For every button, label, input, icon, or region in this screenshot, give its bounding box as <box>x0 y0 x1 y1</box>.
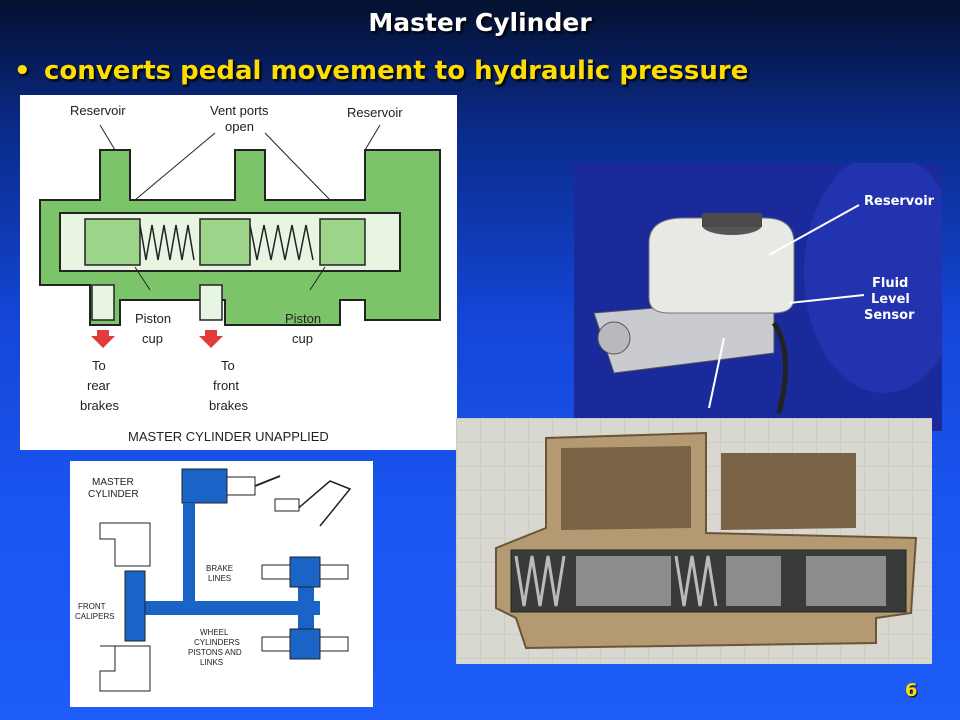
cutaway-photo <box>456 418 932 664</box>
sys-label-master: MASTER <box>92 477 134 488</box>
label-front: front <box>213 378 239 393</box>
label-cup-left: cup <box>142 331 163 346</box>
label-vent-ports: Vent ports <box>210 103 269 118</box>
label-front-to: To <box>221 358 235 373</box>
label-reservoir-left: Reservoir <box>70 103 126 118</box>
label-rear: rear <box>87 378 111 393</box>
sys-label-calipers: CALIPERS <box>75 612 115 621</box>
sys-label-wheel: WHEEL <box>200 628 229 637</box>
label-front-brakes: brakes <box>209 398 249 413</box>
diagram-caption: MASTER CYLINDER UNAPPLIED <box>128 429 329 444</box>
sys-label-front: FRONT <box>78 602 106 611</box>
photo-label-level: Level <box>871 292 910 307</box>
label-cup-right: cup <box>292 331 313 346</box>
label-reservoir-right: Reservoir <box>347 105 403 120</box>
photo-label-fluid: Fluid <box>872 276 908 291</box>
photo-label-reservoir: Reservoir <box>864 194 935 209</box>
sys-label-cylinder: CYLINDER <box>88 489 139 500</box>
label-vent-open: open <box>225 119 254 134</box>
sys-label-brake: BRAKE <box>206 564 233 573</box>
label-piston-right: Piston <box>285 311 321 326</box>
master-cylinder-diagram: Reservoir Vent ports open Reservoir Pist… <box>20 95 457 450</box>
bullet-point: • converts pedal movement to hydraulic pr… <box>14 56 748 86</box>
sys-label-links: LINKS <box>200 658 223 667</box>
label-piston-left: Piston <box>135 311 171 326</box>
label-rear-brakes: brakes <box>80 398 120 413</box>
slide-title: Master Cylinder <box>368 8 592 37</box>
brake-system-diagram: MASTER CYLINDER BRAKE LINES FRONT CALIPE… <box>70 461 373 707</box>
photo-label-sensor: Sensor <box>864 308 915 323</box>
sys-label-pistons: PISTONS AND <box>188 648 242 657</box>
slide-number: 6 <box>905 680 918 701</box>
bullet-text: converts pedal movement to hydraulic pre… <box>44 56 749 86</box>
label-rear-to: To <box>92 358 106 373</box>
bullet-glyph: • <box>14 56 31 86</box>
sys-label-cylinders: CYLINDERS <box>194 638 240 647</box>
sys-label-lines: LINES <box>208 574 231 583</box>
master-cylinder-photo: Reservoir Fluid Level Sensor <box>574 163 942 431</box>
